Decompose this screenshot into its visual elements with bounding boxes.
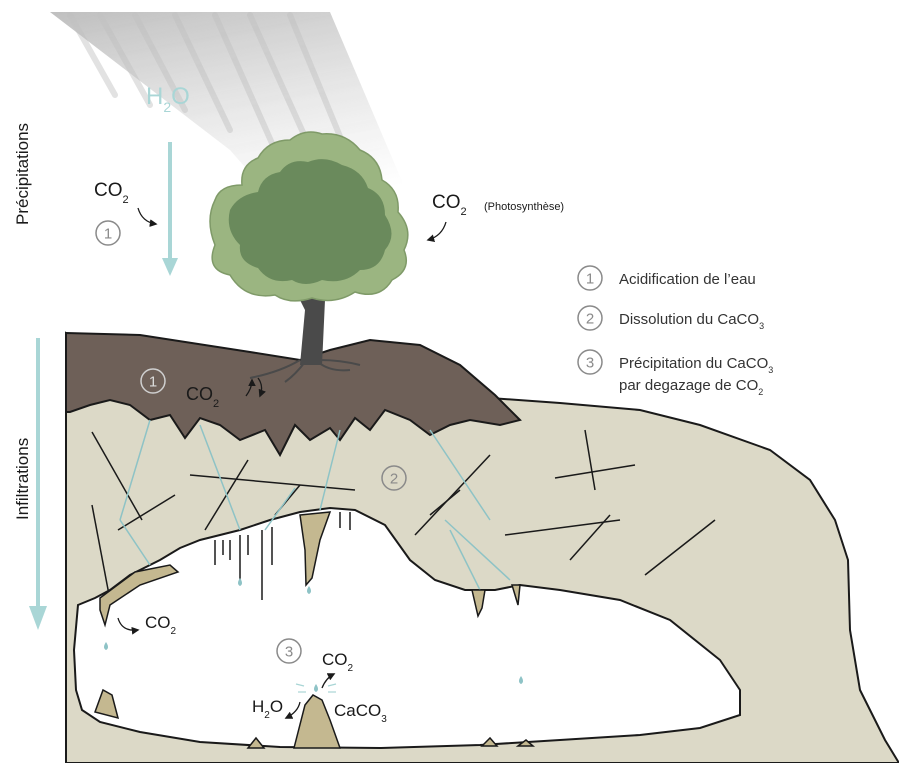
- svg-text:2: 2: [390, 471, 398, 488]
- co2-stalagmite-label: CO2: [322, 650, 354, 674]
- co2-rain-label: CO2: [94, 180, 129, 206]
- step-1-soil-marker: 1: [140, 368, 166, 394]
- svg-text:2: 2: [586, 311, 594, 328]
- svg-text:3: 3: [285, 644, 293, 661]
- speleothems: [94, 511, 536, 749]
- caco3-stalagmite-label: CaCO3: [334, 701, 387, 725]
- svg-text:1: 1: [104, 226, 112, 243]
- co2-photo-arrow: [426, 221, 447, 243]
- legend: 1 Acidification de l’eau 2 Dissolution d…: [577, 265, 773, 397]
- svg-text:1: 1: [149, 374, 157, 391]
- co2-cave-arrow: [117, 617, 140, 635]
- seepage-paths: [119, 419, 511, 591]
- h2o-stalagmite-arrow: [284, 701, 301, 719]
- legend-item-2: 2 Dissolution du CaCO3: [577, 305, 764, 331]
- step-1-rain-marker: 1: [95, 220, 121, 246]
- infiltration-arrow: [29, 338, 47, 630]
- svg-text:Dissolution du CaCO3: Dissolution du CaCO3: [619, 311, 764, 331]
- tree: [209, 131, 409, 383]
- soda-straws: [214, 512, 351, 600]
- fractures: [91, 429, 716, 601]
- co2-rain-arrow: [137, 207, 158, 227]
- photosynthese-note: (Photosynthèse): [484, 201, 564, 213]
- step-3-marker: 3: [276, 638, 302, 664]
- h2o-stalagmite-label: H2O: [252, 697, 283, 721]
- co2-stalagmite-arrow: [321, 673, 336, 689]
- h2o-rain-label: H2O: [146, 83, 190, 115]
- precipitations-label: Précipitations: [13, 123, 32, 225]
- svg-text:Précipitation du CaCO3: Précipitation du CaCO3: [619, 355, 773, 375]
- soil-layer: [65, 331, 522, 458]
- co2-soil-arrow-down: [257, 377, 266, 398]
- water-drops: [104, 578, 523, 692]
- co2-soil-label: CO2: [186, 384, 219, 410]
- rain-arrow: [162, 142, 178, 276]
- svg-text:Acidification de l’eau: Acidification de l’eau: [619, 271, 756, 288]
- svg-text:par degazage de CO2: par degazage de CO2: [619, 377, 763, 397]
- infiltrations-label: Infiltrations: [13, 438, 32, 520]
- legend-item-3: 3 Précipitation du CaCO3 par degazage de…: [577, 349, 773, 397]
- co2-photo-label: CO2: [432, 192, 467, 218]
- legend-item-1: 1 Acidification de l’eau: [577, 265, 756, 291]
- splash-marks: [295, 683, 337, 693]
- svg-text:1: 1: [586, 271, 594, 288]
- svg-text:3: 3: [586, 355, 594, 372]
- step-2-marker: 2: [381, 465, 407, 491]
- co2-soil-arrow-up: [245, 378, 256, 397]
- co2-cave-left-label: CO2: [145, 613, 177, 637]
